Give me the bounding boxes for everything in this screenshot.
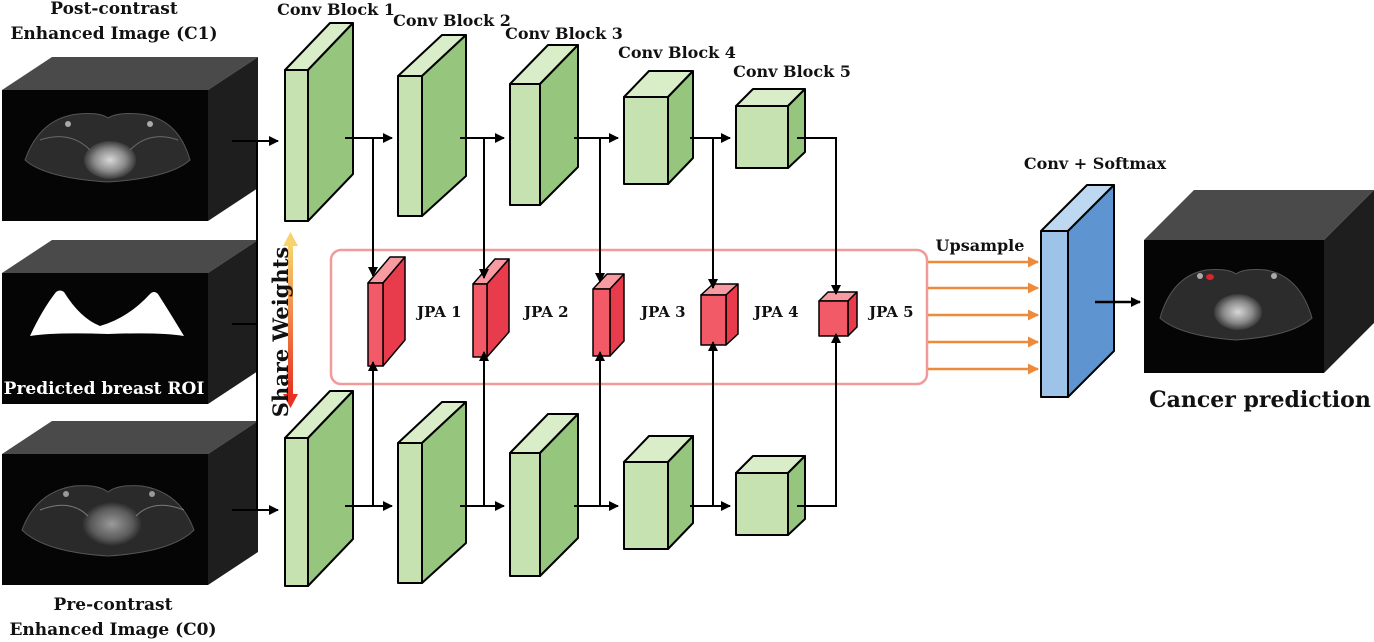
cancer-prediction-image <box>1144 190 1374 373</box>
conv-block-1-bottom <box>284 390 354 587</box>
pre-contrast-image <box>2 421 258 585</box>
pre-contrast-label-line1: Pre-contrast <box>54 595 173 615</box>
jpa-4-label: JPA 4 <box>752 303 799 321</box>
predicted-roi-image <box>2 240 258 404</box>
conv-block-4-bottom <box>623 435 694 550</box>
pre-contrast-label-line2: Enhanced Image (C0) <box>9 620 216 640</box>
share-weights-arrow <box>283 232 298 408</box>
conv-softmax-block <box>1040 184 1115 398</box>
post-contrast-image <box>2 57 258 221</box>
cancer-prediction-label: Cancer prediction <box>1149 387 1371 413</box>
conv-block-3-bottom <box>509 413 579 577</box>
conv-block-1-top <box>284 22 354 222</box>
jpa-frame <box>329 248 929 386</box>
conv-block-3-top <box>509 44 579 206</box>
jpa-block-5 <box>818 291 858 337</box>
conv-block-3-label: Conv Block 3 <box>505 24 623 43</box>
jpa-5-label: JPA 5 <box>867 303 914 321</box>
roi-label: Predicted breast ROI <box>4 379 205 399</box>
post-contrast-label-line1: Post-contrast <box>50 0 178 19</box>
input-connectors <box>232 136 279 515</box>
jpa-block-4 <box>700 283 739 346</box>
jpa-1-label: JPA 1 <box>415 303 462 321</box>
jpa-block-3 <box>592 273 625 357</box>
conv-block-5-top <box>735 88 806 169</box>
jpa-2-label: JPA 2 <box>522 303 569 321</box>
skip-arrows-up <box>368 333 841 507</box>
conv-block-2-label: Conv Block 2 <box>393 11 511 30</box>
post-contrast-label-line2: Enhanced Image (C1) <box>10 24 217 44</box>
share-weights-label: Share Weights <box>268 247 293 417</box>
conv-block-2-bottom <box>397 401 467 584</box>
jpa-block-2 <box>472 258 510 358</box>
cancer-region-marker <box>1206 274 1214 280</box>
skip-arrows-down <box>368 137 841 295</box>
conv-block-4-top <box>623 70 694 185</box>
conv-block-5-bottom <box>735 455 806 536</box>
jpa-3-label: JPA 3 <box>639 303 686 321</box>
conv-block-5-label: Conv Block 5 <box>733 62 851 81</box>
conv-block-1-label: Conv Block 1 <box>277 0 395 19</box>
upsample-arrows <box>928 256 1039 375</box>
conv-softmax-label: Conv + Softmax <box>1024 154 1167 173</box>
conv-block-2-top <box>397 34 467 217</box>
conv-block-4-label: Conv Block 4 <box>618 43 736 62</box>
upsample-label: Upsample <box>936 236 1025 255</box>
